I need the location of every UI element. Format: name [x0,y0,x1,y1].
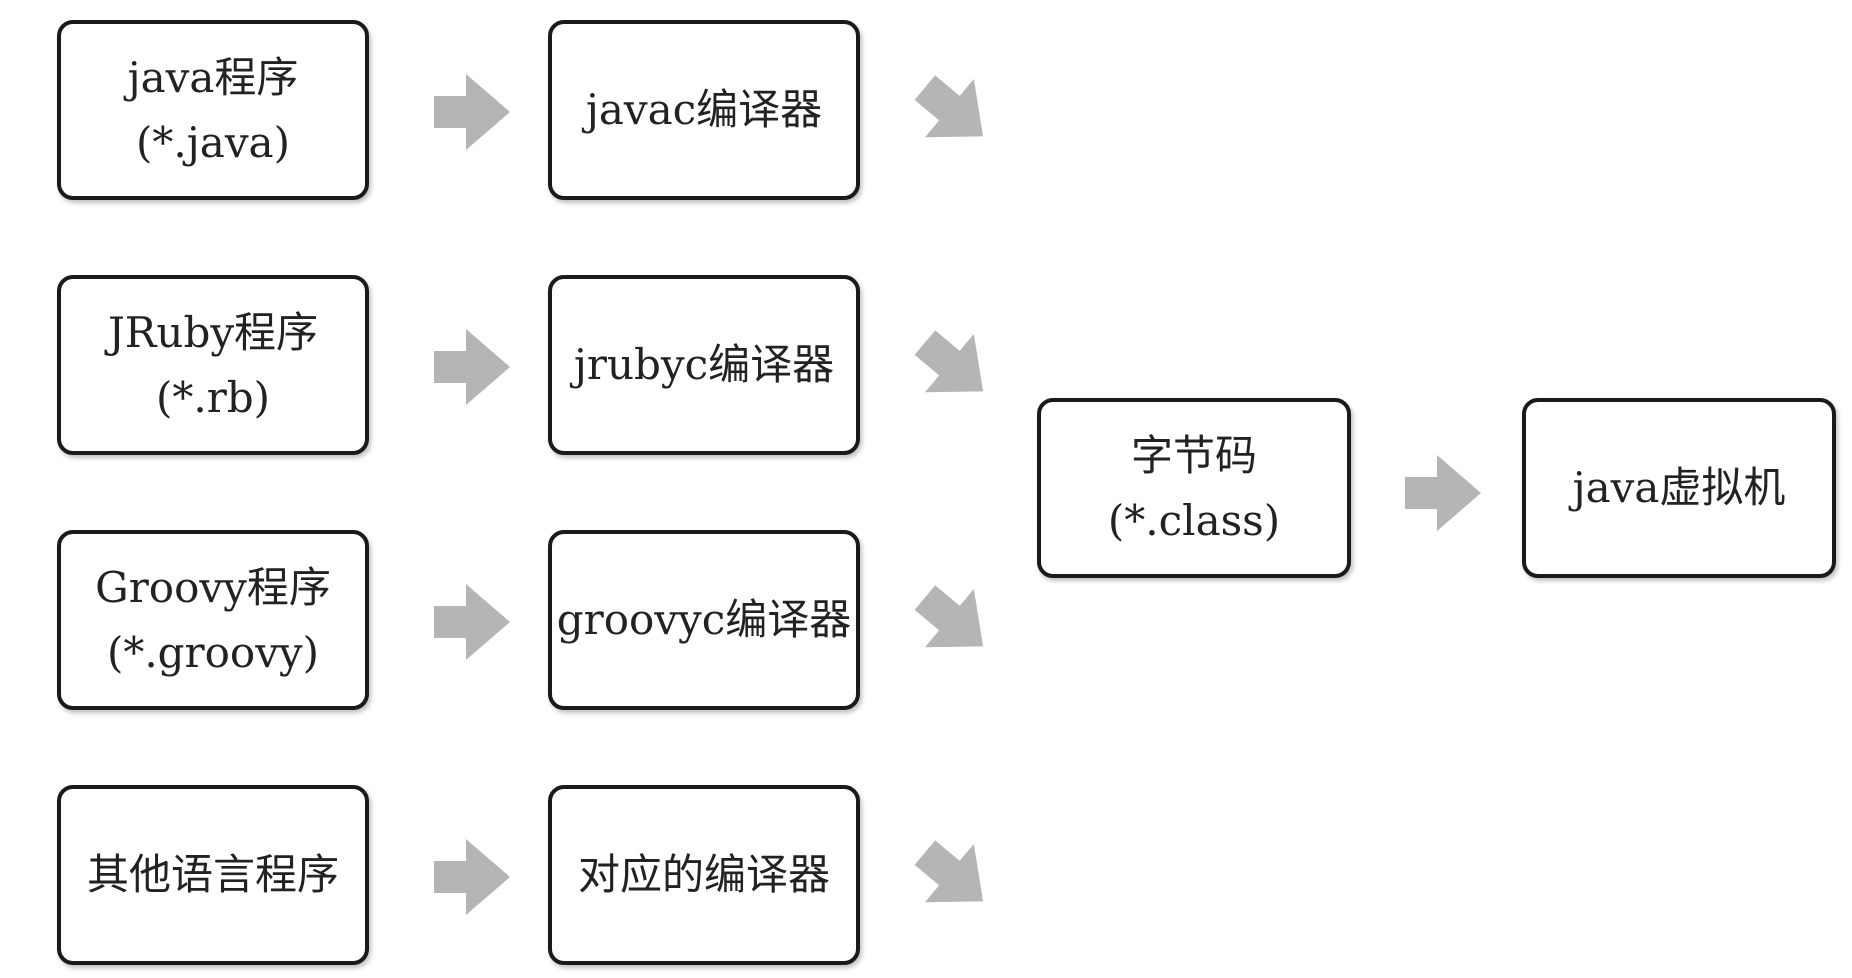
right-arrow-icon [432,582,512,662]
compiler-jrubyc-label: jrubyc编译器 [573,340,835,390]
source-other-title: 其他语言程序 [86,850,339,900]
compiler-groovyc-label: groovyc编译器 [556,595,852,645]
jvm-box: java虚拟机 [1522,398,1836,578]
source-box-java: java程序 (*.java) [57,20,369,200]
right-arrow-icon [432,327,512,407]
source-java-ext: (*.java) [136,118,290,167]
source-groovy-ext: (*.groovy) [106,628,320,677]
right-arrow-icon [432,837,512,917]
bytecode-title: 字节码 [1130,430,1257,480]
source-box-groovy: Groovy程序 (*.groovy) [57,530,369,710]
diagonal-arrow-icon [914,72,994,152]
source-java-title: java程序 [127,52,299,102]
compiler-javac-label: javac编译器 [585,85,823,135]
bytecode-ext: (*.class) [1107,496,1281,545]
compiler-other-label: 对应的编译器 [577,850,830,900]
diagonal-arrow-icon [914,582,994,662]
source-jruby-title: JRuby程序 [107,307,319,357]
source-groovy-title: Groovy程序 [95,562,331,612]
jvm-label: java虚拟机 [1572,463,1786,513]
compiler-box-javac: javac编译器 [548,20,860,200]
right-arrow-icon [432,72,512,152]
source-box-other: 其他语言程序 [57,785,369,965]
right-arrow-icon [1403,453,1483,533]
compiler-box-groovyc: groovyc编译器 [548,530,860,710]
compiler-box-other: 对应的编译器 [548,785,860,965]
source-jruby-ext: (*.rb) [155,373,271,422]
bytecode-box: 字节码 (*.class) [1037,398,1351,578]
diagonal-arrow-icon [914,837,994,917]
diagonal-arrow-icon [914,327,994,407]
source-box-jruby: JRuby程序 (*.rb) [57,275,369,455]
compiler-box-jrubyc: jrubyc编译器 [548,275,860,455]
